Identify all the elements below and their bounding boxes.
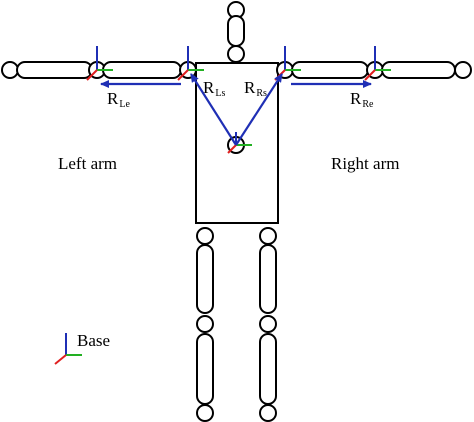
right-arm-label: Right arm bbox=[331, 154, 399, 173]
vector-r-ls bbox=[190, 73, 237, 146]
label-r-rs: RRs bbox=[244, 78, 267, 99]
x-axis-icon bbox=[177, 69, 189, 81]
left-leg bbox=[196, 227, 214, 422]
label-r-ls: RLs bbox=[203, 78, 225, 99]
left-hand-joint bbox=[1, 61, 19, 79]
left-shin bbox=[196, 333, 214, 405]
neck-segment bbox=[227, 15, 245, 47]
frame-right-elbow bbox=[364, 46, 391, 81]
right-forearm bbox=[381, 61, 456, 79]
base-label: Base bbox=[77, 331, 110, 350]
left-arm-label: Left arm bbox=[58, 154, 117, 173]
right-hand-joint bbox=[454, 61, 472, 79]
head bbox=[227, 1, 245, 63]
left-forearm bbox=[16, 61, 93, 79]
right-knee-joint bbox=[259, 315, 277, 333]
x-axis-icon bbox=[227, 144, 237, 154]
neck-joint bbox=[227, 45, 245, 63]
x-axis-icon bbox=[364, 69, 376, 81]
right-ankle-joint bbox=[259, 404, 277, 422]
x-axis-icon bbox=[54, 354, 67, 365]
right-upper-arm bbox=[291, 61, 369, 79]
label-r-le: RLe bbox=[107, 89, 130, 110]
right-thigh bbox=[259, 244, 277, 314]
right-leg bbox=[259, 227, 277, 422]
label-r-re: RRe bbox=[350, 89, 374, 110]
frame-left-shoulder bbox=[177, 46, 204, 81]
left-thigh bbox=[196, 244, 214, 314]
vector-r-rs bbox=[235, 73, 283, 146]
left-ankle-joint bbox=[196, 404, 214, 422]
left-upper-arm bbox=[102, 61, 182, 79]
right-shin bbox=[259, 333, 277, 405]
frame-left-elbow bbox=[86, 46, 113, 81]
left-hip-joint bbox=[196, 227, 214, 245]
frame-base bbox=[54, 333, 82, 365]
x-axis-icon bbox=[86, 69, 98, 81]
left-knee-joint bbox=[196, 315, 214, 333]
right-hip-joint bbox=[259, 227, 277, 245]
